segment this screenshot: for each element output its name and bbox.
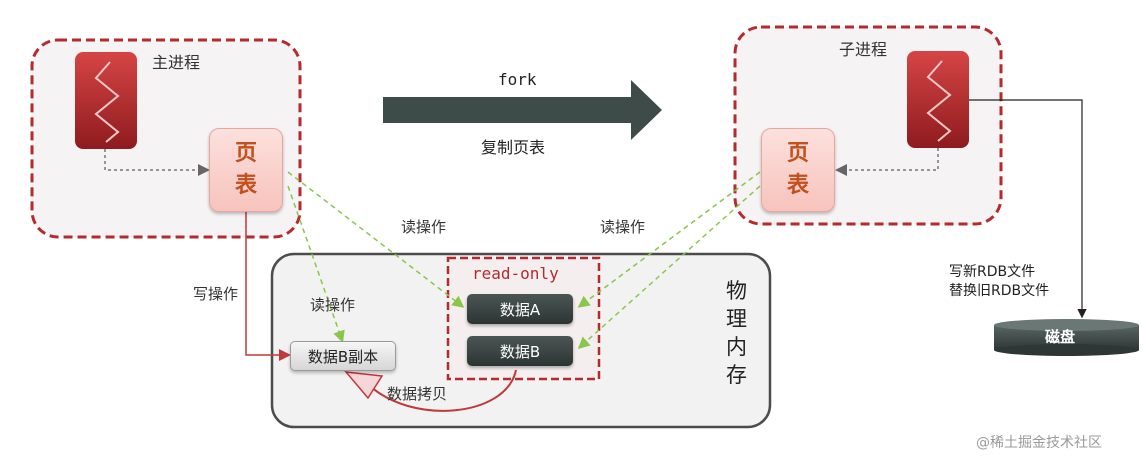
child-page-table-char-1: 页 [786, 141, 809, 166]
read-operation-left-label: 读操作 [401, 218, 447, 236]
parent-read-data-a-line [287, 171, 465, 308]
child-page-table: 页 表 [761, 128, 835, 212]
read-operation-inner-label: 读操作 [310, 296, 356, 314]
data-copy-curve [367, 369, 517, 412]
data-copy-arrowhead [344, 371, 384, 400]
write-operation-line [245, 212, 291, 361]
physical-memory-char-2: 理 [726, 307, 747, 331]
data-b-copy-box: 数据B副本 [290, 341, 396, 371]
child-process-to-page-table-link [835, 148, 939, 176]
parent-page-table-char-2: 表 [234, 173, 257, 198]
parent-page-table-char-1: 页 [234, 141, 257, 166]
fork-caption: 复制页表 [481, 138, 546, 157]
disk-icon [994, 319, 1139, 356]
fork-command-label: fork [498, 70, 537, 89]
parent-page-table: 页 表 [209, 128, 283, 212]
disk-write-line [969, 99, 1087, 319]
read-operation-right-label: 读操作 [600, 218, 646, 236]
parent-process-icon [75, 52, 137, 149]
physical-memory-char-1: 物 [726, 279, 747, 303]
physical-memory-char-3: 内 [726, 335, 747, 359]
child-read-data-b-line [577, 185, 761, 350]
child-page-table-char-2: 表 [786, 173, 809, 198]
disk-label: 磁盘 [1045, 328, 1076, 346]
parent-process-to-page-table-link [104, 149, 210, 176]
physical-memory-char-4: 存 [726, 363, 747, 387]
disk-write-line-1: 写新RDB文件 [949, 264, 1036, 280]
child-process-icon [907, 51, 969, 148]
write-operation-label: 写操作 [193, 285, 239, 303]
data-copy-label: 数据拷贝 [387, 385, 448, 403]
parent-process-title: 主进程 [152, 53, 201, 72]
read-only-label: read-only [472, 264, 559, 283]
fork-arrow [383, 80, 662, 140]
watermark: @稀土掘金技术社区 [976, 435, 1102, 451]
data-a-box: 数据A [467, 294, 573, 324]
child-process-title: 子进程 [839, 40, 888, 59]
parent-read-copy-line [287, 185, 345, 343]
data-b-box: 数据B [467, 336, 573, 366]
child-read-data-a-line [577, 171, 761, 308]
disk-write-caption: 写新RDB文件 替换旧RDB文件 [949, 263, 1049, 301]
disk-write-line-2: 替换旧RDB文件 [949, 283, 1050, 299]
physical-memory-title: 物 理 内 存 [726, 277, 747, 389]
